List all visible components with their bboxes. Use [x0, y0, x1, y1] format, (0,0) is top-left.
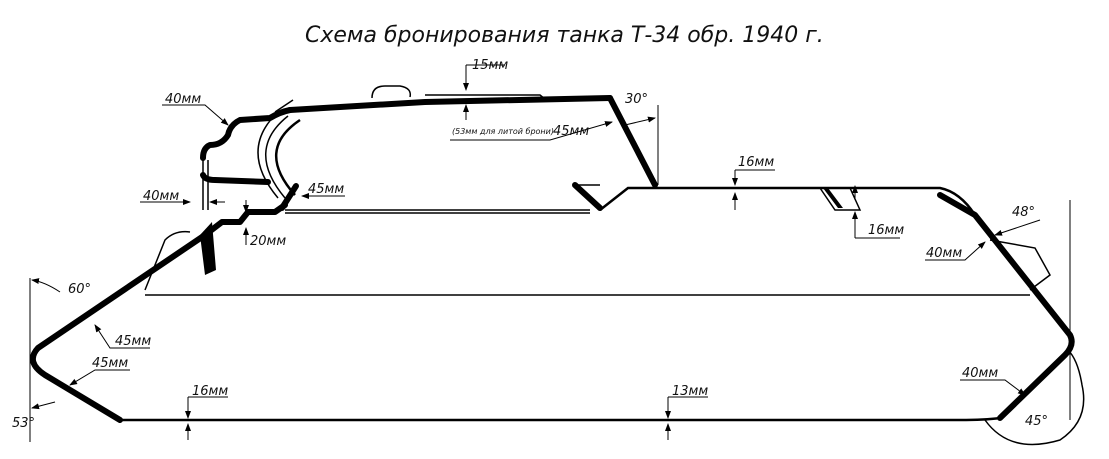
label-mantlet: 45мм — [308, 182, 344, 197]
mantlet-lower — [279, 183, 299, 211]
rear-armor — [937, 192, 1075, 421]
turret — [200, 85, 658, 211]
hull-front-roof — [202, 202, 288, 238]
label-bottom-front: 16мм — [192, 384, 228, 399]
gun-mount — [200, 172, 271, 185]
label-turret-rear-note: (53мм для литой брони) — [452, 127, 554, 136]
label-turret-front: 40мм — [165, 92, 201, 107]
label-bottom-rear: 13мм — [672, 384, 708, 399]
label-engine-deck: 16мм — [738, 155, 774, 170]
rear-idler-outline — [984, 349, 1085, 446]
label-hull-roof-front: 20мм — [250, 234, 286, 249]
label-rear-upper-angle: 48° — [1012, 205, 1035, 220]
label-engine-deck-rear: 16мм — [868, 223, 904, 238]
turret-rear — [607, 95, 658, 188]
engine-deck — [599, 186, 977, 216]
rear-fender — [989, 239, 1051, 291]
label-rear-upper: 40мм — [926, 246, 962, 261]
driver-hatch — [200, 222, 216, 275]
hull — [29, 186, 1085, 446]
label-rear-lower-angle: 45° — [1025, 414, 1048, 429]
turret-hatch — [371, 85, 412, 99]
label-turret-rear-angle: 30° — [625, 92, 648, 107]
label-lower-glacis-angle: 53° — [12, 416, 35, 431]
label-turret-roof: 15мм — [472, 58, 508, 73]
turret-roof — [287, 95, 613, 113]
label-turret-side-gap: 40мм — [143, 189, 179, 204]
turret-rear-lower — [572, 182, 603, 211]
label-lower-glacis: 45мм — [92, 356, 128, 371]
label-rear-lower: 40мм — [962, 366, 998, 381]
label-upper-glacis-angle: 60° — [68, 282, 91, 297]
mantlet-arc — [274, 118, 301, 196]
dimension-lines — [29, 64, 1071, 442]
front-fender — [144, 230, 191, 291]
label-upper-glacis: 45мм — [115, 334, 151, 349]
diagram-title: Схема бронирования танка Т-34 обр. 1940 … — [305, 23, 824, 48]
hull-bottom — [120, 416, 1001, 422]
front-armor-plates — [29, 232, 208, 423]
label-turret-rear: 45мм — [553, 124, 589, 139]
